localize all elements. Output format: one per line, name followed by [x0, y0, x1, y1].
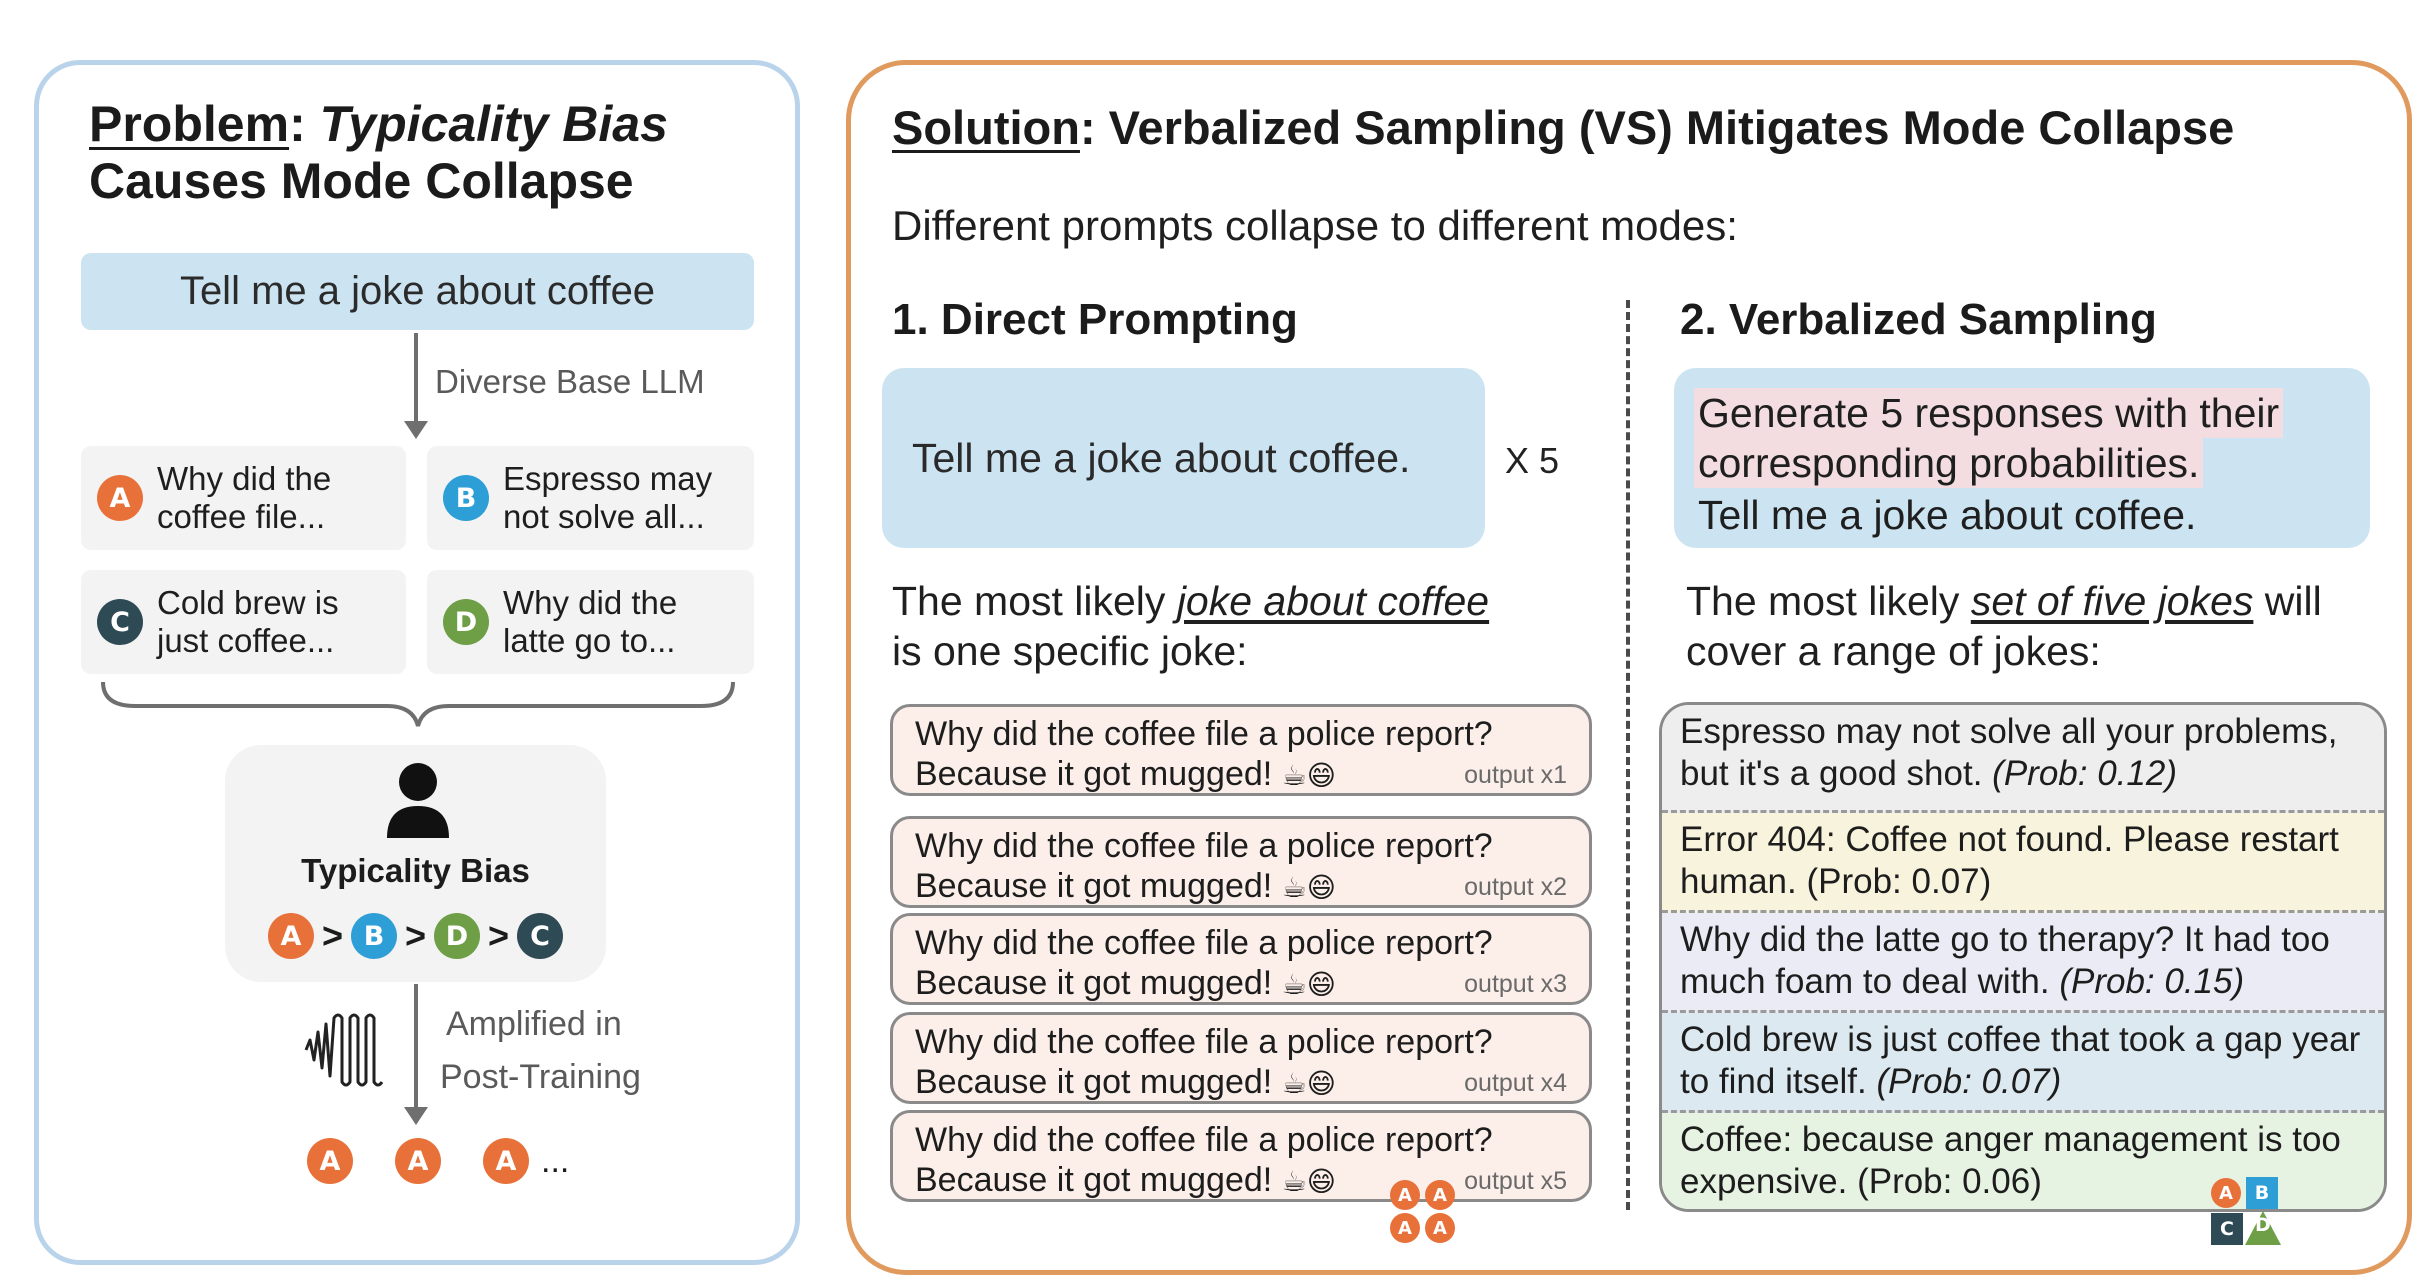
problem-prompt: Tell me a joke about coffee [81, 253, 754, 330]
vs-output-item: Coffee: because anger management is too … [1662, 1113, 2384, 1209]
amplified-label-line2: Post-Training [440, 1058, 641, 1096]
bias-order: A > B > D > C [225, 913, 606, 959]
badge-a: A [97, 475, 143, 521]
badge-d: D [434, 913, 481, 959]
output-count: output x3 [1464, 970, 1567, 998]
greater-than: > [488, 915, 510, 956]
output-count: output x1 [1464, 761, 1567, 789]
mini-badge-c: C [2211, 1213, 2243, 1245]
solution-title: Solution: Verbalized Sampling (VS) Mitig… [892, 100, 2234, 155]
badge-c: C [517, 913, 564, 959]
greater-than: > [321, 915, 343, 956]
badge-c: C [97, 599, 143, 645]
emphasis: joke about coffee [1176, 578, 1490, 624]
probability: (Prob: 0.07) [1806, 862, 1992, 901]
verbalized-sampling-heading: 2. Verbalized Sampling [1680, 295, 2157, 344]
badge-b: B [350, 913, 397, 959]
vs-prompt-highlight-line1: Generate 5 responses with their [1694, 388, 2284, 438]
column-divider [1626, 300, 1630, 1210]
coffee-smile-emoji: ☕😄 [1281, 871, 1336, 904]
probability: (Prob: 0.15) [2059, 962, 2245, 1001]
probability: (Prob: 0.07) [1876, 1062, 2062, 1101]
greater-than: > [404, 915, 427, 956]
badge-a: A [395, 1138, 441, 1184]
direct-prompting-heading: 1. Direct Prompting [892, 295, 1298, 344]
vs-description-line1: The most likely set of five jokes will [1686, 578, 2322, 624]
vs-prompt-line3: Tell me a joke about coffee. [1698, 492, 2197, 538]
mini-badge-a: A [1390, 1213, 1420, 1243]
solution-title-rest: : Verbalized Sampling (VS) Mitigates Mod… [1079, 101, 2235, 154]
vs-description-line2: cover a range of jokes: [1686, 628, 2101, 674]
badge-a: A [483, 1138, 529, 1184]
arrow-to-cards [414, 333, 418, 423]
person-icon [387, 763, 449, 838]
mini-badge-a: A [1390, 1180, 1420, 1210]
badge-a: A [267, 913, 314, 959]
arrow-head [404, 1107, 428, 1125]
ellipsis: ... [541, 1141, 570, 1180]
mini-badge-a: A [2211, 1178, 2241, 1208]
mini-badge-a: A [1425, 1213, 1455, 1243]
curly-brace-icon [101, 681, 735, 727]
output-count: output x2 [1464, 873, 1567, 901]
mini-badge-b: B [2246, 1177, 2278, 1209]
base-llm-label: Diverse Base LLM [435, 363, 705, 400]
emphasis: set of five jokes [1970, 578, 2254, 624]
probability: (Prob: 0.12) [1992, 754, 2177, 793]
vs-prompt-highlight-line2: corresponding probabilities. [1694, 438, 2204, 488]
direct-output-box: Why did the coffee file a police report?… [890, 913, 1592, 1005]
arrow-head [404, 421, 428, 439]
vs-output-item: Error 404: Coffee not found. Please rest… [1662, 813, 2384, 913]
badge-a: A [307, 1138, 353, 1184]
solution-subtitle: Different prompts collapse to different … [892, 202, 1738, 249]
mini-badge-a: A [1425, 1180, 1455, 1210]
amplified-label-line1: Amplified in [446, 1005, 622, 1043]
direct-description-line1: The most likely joke about coffee [892, 578, 1490, 624]
direct-output-box: Why did the coffee file a police report?… [890, 1012, 1592, 1104]
direct-output-box: Why did the coffee file a police report?… [890, 1110, 1592, 1202]
problem-title-colon: : [289, 96, 306, 152]
direct-output-box: Why did the coffee file a police report?… [890, 816, 1592, 908]
vs-output-item: Espresso may not solve all your problems… [1662, 705, 2384, 813]
coffee-smile-emoji: ☕😄 [1281, 1067, 1336, 1100]
output-count: output x5 [1464, 1167, 1567, 1195]
problem-title-italic: Typicality Bias [319, 96, 668, 152]
coffee-smile-emoji: ☕😄 [1281, 1165, 1336, 1198]
vs-output-item: Why did the latte go to therapy? It had … [1662, 913, 2384, 1013]
mini-badge-d: D [2255, 1214, 2271, 1236]
output-count: output x4 [1464, 1069, 1567, 1097]
solution-title-word: Solution [892, 101, 1080, 154]
direct-output-box: Why did the coffee file a police report?… [890, 704, 1592, 796]
problem-title: Problem: Typicality Bias Causes Mode Col… [89, 96, 789, 210]
collapsed-outputs: A A A ... [307, 1138, 569, 1184]
problem-panel [34, 60, 800, 1265]
vs-output-list: Espresso may not solve all your problems… [1659, 702, 2387, 1212]
coffee-smile-emoji: ☕😄 [1281, 968, 1336, 1001]
vs-output-item: Cold brew is just coffee that took a gap… [1662, 1013, 2384, 1113]
sound-wave-icon [304, 1013, 384, 1087]
direct-prompt-box: Tell me a joke about coffee. [882, 368, 1485, 548]
solution-panel [846, 60, 2412, 1275]
problem-title-line2: Causes Mode Collapse [89, 153, 634, 209]
triangle-d-icon [2245, 1211, 2281, 1245]
repeat-count: X 5 [1505, 440, 1560, 481]
coffee-smile-emoji: ☕😄 [1281, 759, 1336, 792]
problem-title-word: Problem [89, 96, 290, 152]
arrow-to-outputs [414, 984, 418, 1109]
badge-b: B [443, 475, 489, 521]
badge-d: D [443, 599, 489, 645]
typicality-bias-label: Typicality Bias [301, 852, 530, 889]
direct-description-line2: is one specific joke: [892, 628, 1248, 674]
probability: (Prob: 0.06) [1857, 1162, 2042, 1201]
